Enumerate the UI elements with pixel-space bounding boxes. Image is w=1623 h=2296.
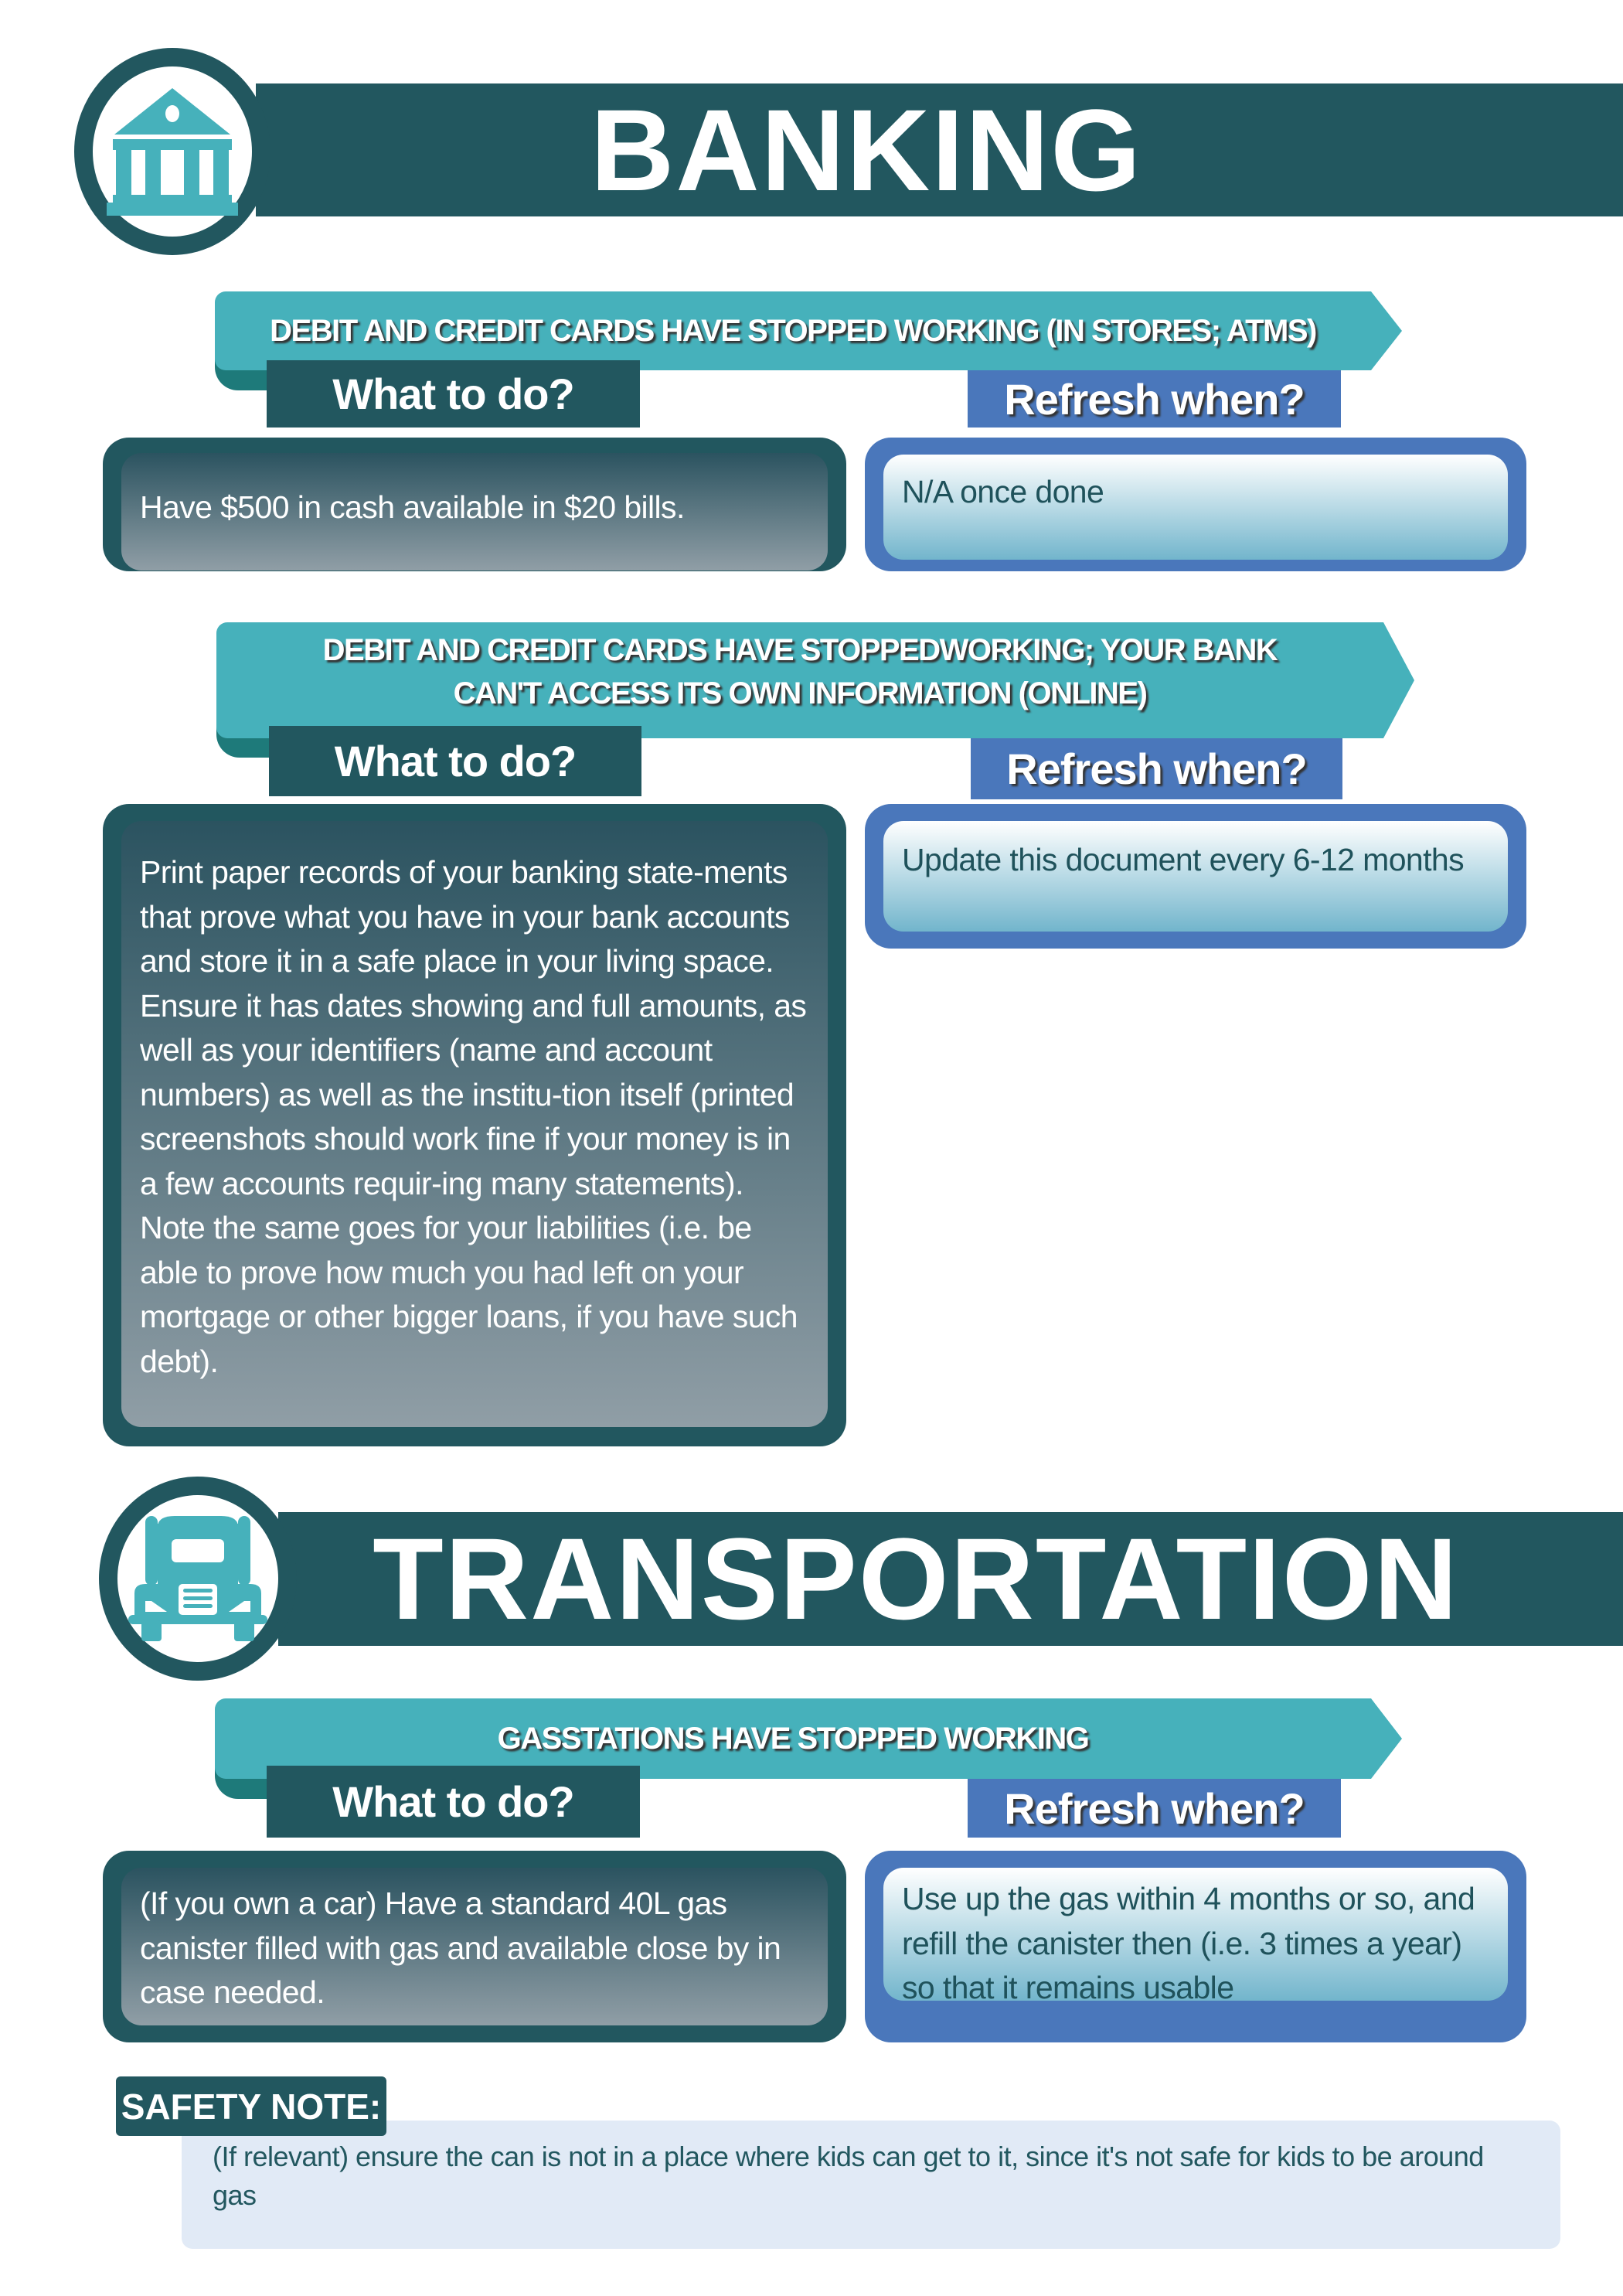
- refresh-when-label: Refresh when?: [968, 1779, 1341, 1838]
- refresh-when-text: Use up the gas within 4 months or so, an…: [883, 1868, 1508, 2005]
- what-to-do-text: (If you own a car) Have a standard 40L g…: [121, 1868, 828, 2025]
- scenario-heading: DEBIT AND CREDIT CARDS HAVE STOPPEDWORKI…: [322, 633, 1278, 710]
- refresh-when-card: Update this document every 6-12 months: [865, 804, 1526, 949]
- transportation-header-bar: [278, 1512, 1623, 1646]
- refresh-when-text: Update this document every 6-12 months: [883, 821, 1508, 932]
- truck-icon: [128, 1516, 267, 1641]
- banking-title: BANKING: [590, 85, 1142, 215]
- what-to-do-label: What to do?: [267, 360, 640, 428]
- safety-note-box: (If relevant) ensure the can is not in a…: [182, 2121, 1560, 2249]
- what-to-do-card: Have $500 in cash available in $20 bills…: [103, 438, 846, 571]
- what-to-do-text: Have $500 in cash available in $20 bills…: [121, 453, 828, 571]
- bank-icon: [107, 87, 238, 216]
- transportation-title: TRANSPORTATION: [373, 1514, 1459, 1644]
- scenario-heading-ribbon: DEBIT AND CREDIT CARDS HAVE STOPPEDWORKI…: [216, 622, 1414, 738]
- what-to-do-card: (If you own a car) Have a standard 40L g…: [103, 1851, 846, 2042]
- what-to-do-label: What to do?: [267, 1766, 640, 1838]
- refresh-when-card: N/A once done: [865, 438, 1526, 571]
- transportation-icon-circle: [99, 1477, 297, 1681]
- scenario-heading-ribbon: DEBIT AND CREDIT CARDS HAVE STOPPED WORK…: [215, 291, 1402, 370]
- scenario-heading-ribbon: GASSTATIONS HAVE STOPPED WORKING: [215, 1698, 1402, 1779]
- refresh-when-card: Use up the gas within 4 months or so, an…: [865, 1851, 1526, 2042]
- scenario-heading: DEBIT AND CREDIT CARDS HAVE STOPPED WORK…: [270, 314, 1316, 348]
- scenario-heading: GASSTATIONS HAVE STOPPED WORKING: [497, 1722, 1089, 1756]
- safety-note-text: (If relevant) ensure the can is not in a…: [213, 2141, 1484, 2211]
- banking-icon-circle: [74, 48, 270, 255]
- refresh-when-label: Refresh when?: [968, 370, 1341, 428]
- what-to-do-text: Print paper records of your banking stat…: [121, 821, 828, 1427]
- what-to-do-card: Print paper records of your banking stat…: [103, 804, 846, 1446]
- what-to-do-label: What to do?: [269, 726, 641, 796]
- banking-header-bar: [256, 83, 1623, 216]
- safety-note-label: SAFETY NOTE:: [116, 2076, 386, 2136]
- refresh-when-text: N/A once done: [883, 455, 1508, 560]
- refresh-when-label: Refresh when?: [971, 738, 1342, 799]
